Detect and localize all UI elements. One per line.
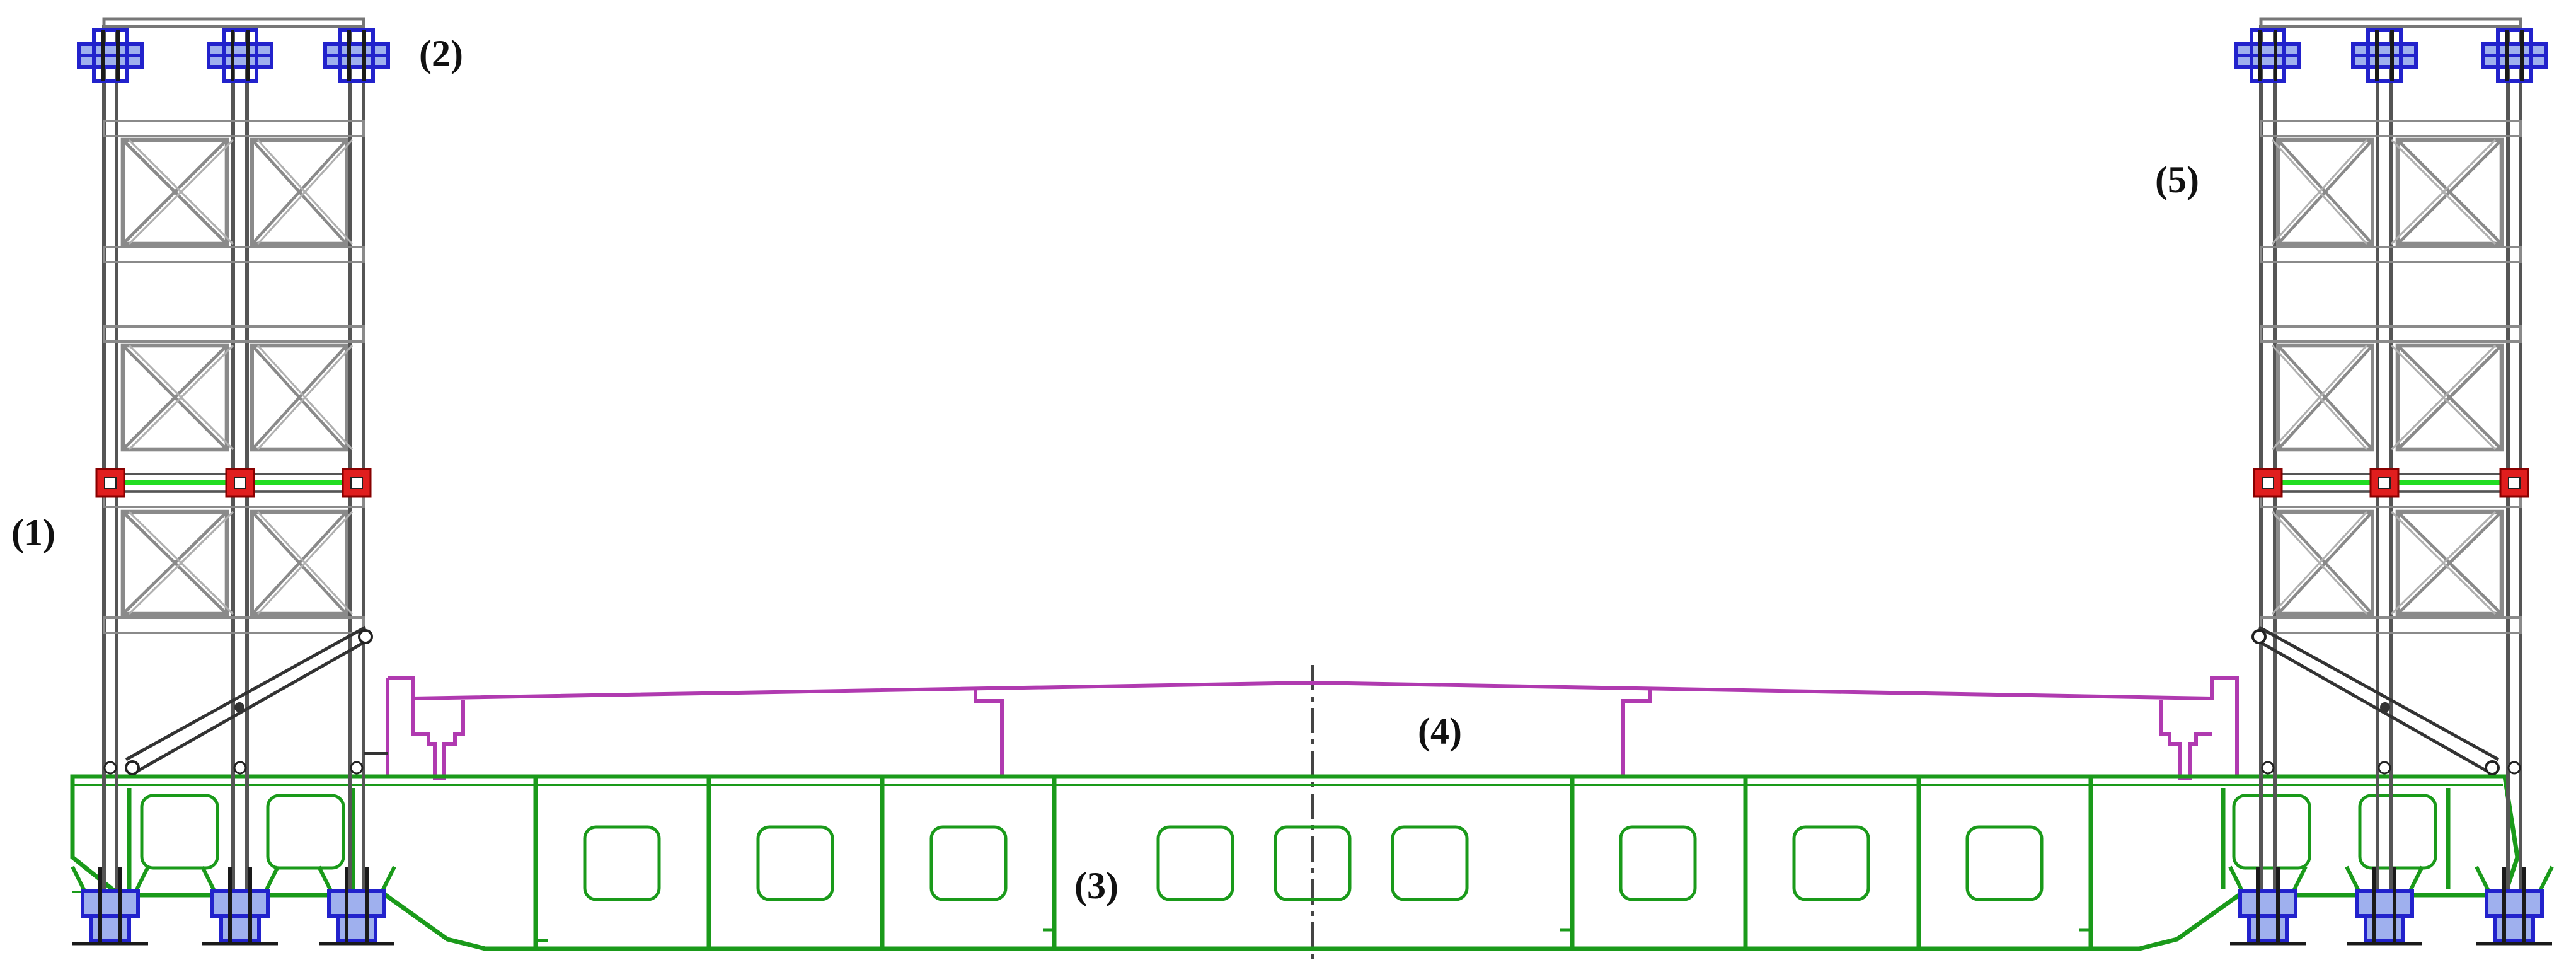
- column-base-jack-icon: [319, 867, 394, 944]
- red-connection-node-icon: [342, 468, 372, 498]
- red-connection-node-icon: [2369, 468, 2400, 498]
- column-base-jack-icon: [72, 867, 148, 944]
- column-base-jack-icon: [202, 867, 278, 944]
- column-top-clamp-icon: [79, 30, 142, 81]
- label-1: (1): [11, 512, 55, 553]
- column-base-jack-icon: [2347, 867, 2422, 944]
- column-top-clamp-icon: [209, 30, 272, 81]
- label-3: (3): [1074, 865, 1118, 906]
- red-connection-node-icon: [225, 468, 255, 498]
- red-connection-node-icon: [2499, 468, 2529, 498]
- column-top-clamp-icon: [2236, 30, 2299, 81]
- label-2: (2): [419, 33, 463, 74]
- left-tower: [72, 19, 394, 944]
- column-top-clamp-icon: [2483, 30, 2546, 81]
- red-connection-node-icon: [2253, 468, 2283, 498]
- label-4: (4): [1418, 710, 1462, 752]
- red-connection-node-icon: [95, 468, 125, 498]
- label-5: (5): [2155, 159, 2199, 200]
- column-top-clamp-icon: [325, 30, 388, 81]
- right-tower: [2230, 19, 2552, 944]
- column-top-clamp-icon: [2353, 30, 2416, 81]
- barge-hull: [70, 774, 2520, 951]
- column-base-jack-icon: [2230, 867, 2306, 944]
- column-base-jack-icon: [2476, 867, 2552, 944]
